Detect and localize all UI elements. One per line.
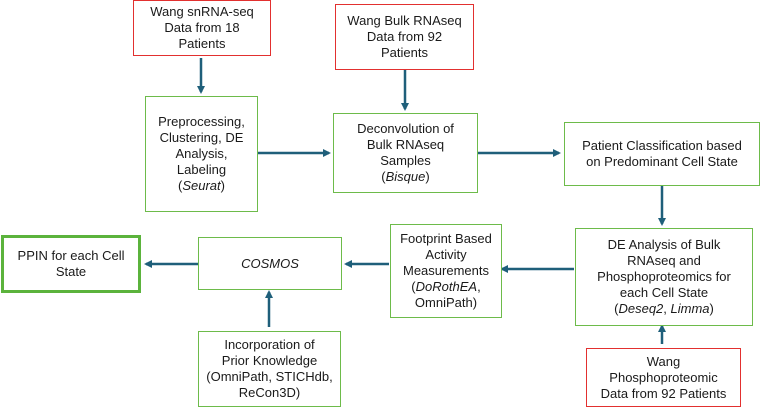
tool-name: Limma	[670, 301, 710, 316]
node-line: Prior Knowledge	[221, 353, 318, 368]
node-line: Patient Classification based	[582, 138, 742, 153]
node-line: PPIN for each Cell	[17, 248, 125, 263]
node-line: Data from 92	[366, 29, 443, 44]
wang-snrna-data-box: Wang snRNA-seq Data from 18 Patients	[133, 0, 271, 56]
ppin-output-box: PPIN for each Cell State	[1, 235, 141, 293]
tool-name: DoRothEA	[415, 279, 478, 294]
node-line: Incorporation of	[224, 337, 315, 352]
patient-classification-box: Patient Classification based on Predomin…	[564, 122, 760, 186]
deconvolution-box: Deconvolution of Bulk RNAseq Samples (Bi…	[333, 113, 478, 193]
node-line: (OmniPath, STICHdb,	[206, 369, 333, 384]
tool-name: Seurat	[182, 178, 221, 193]
cosmos-box: COSMOS	[198, 237, 342, 290]
node-line: Footprint Based	[400, 231, 492, 246]
node-tool-line: (Seurat)	[178, 178, 225, 193]
node-line: Patients	[381, 45, 428, 60]
node-tool-line: (Bisque)	[381, 169, 430, 184]
de-analysis-box: DE Analysis of Bulk RNAseq and Phosphopr…	[575, 228, 753, 326]
prior-knowledge-box: Incorporation of Prior Knowledge (OmniPa…	[198, 331, 341, 407]
node-line: Deconvolution of	[357, 121, 454, 136]
node-line: DE Analysis of Bulk	[607, 237, 721, 252]
node-line: Phosphoproteomic	[609, 369, 718, 385]
preprocessing-box: Preprocessing, Clustering, DE Analysis, …	[145, 96, 258, 212]
node-tool-line: (DoRothEA,	[411, 279, 481, 294]
wang-phospho-data-box: Wang Phosphoproteomic Data from 92 Patie…	[586, 348, 741, 407]
node-line: Measurements	[403, 263, 489, 278]
node-line: Phosphoproteomics for	[597, 269, 731, 284]
node-line: Data from 92 Patients	[600, 385, 727, 401]
node-line: Labeling	[176, 162, 227, 177]
node-line: COSMOS	[241, 255, 299, 271]
tool-separator: ,	[663, 301, 671, 316]
node-line: Bulk RNAseq	[366, 137, 445, 152]
node-line: Wang snRNA-seq	[150, 4, 254, 19]
node-line: Analysis,	[175, 146, 228, 161]
node-line: ReCon3D)	[238, 385, 301, 400]
node-line: Wang	[646, 353, 681, 369]
node-line: Preprocessing,	[158, 114, 245, 129]
node-line: each Cell State	[619, 285, 709, 300]
node-line: State	[55, 264, 87, 279]
node-line: RNAseq and	[627, 253, 701, 268]
node-line: Clustering, DE	[159, 130, 244, 145]
tool-name: Deseq2	[618, 301, 664, 316]
tool-separator: ,	[477, 279, 481, 294]
node-line: Samples	[380, 153, 431, 168]
node-line: Wang Bulk RNAseq	[347, 13, 462, 28]
footprint-activity-box: Footprint Based Activity Measurements (D…	[390, 224, 502, 318]
node-line: Data from 18	[164, 20, 240, 35]
node-tool-line: (Deseq2, Limma)	[614, 301, 714, 316]
node-line: on Predominant Cell State	[586, 154, 738, 169]
node-line: Patients	[178, 36, 226, 51]
node-line: Activity	[425, 247, 467, 262]
wang-bulk-data-box: Wang Bulk RNAseq Data from 92 Patients	[335, 4, 474, 70]
node-tool-line: OmniPath)	[414, 295, 478, 310]
tool-name: Bisque	[385, 169, 426, 184]
